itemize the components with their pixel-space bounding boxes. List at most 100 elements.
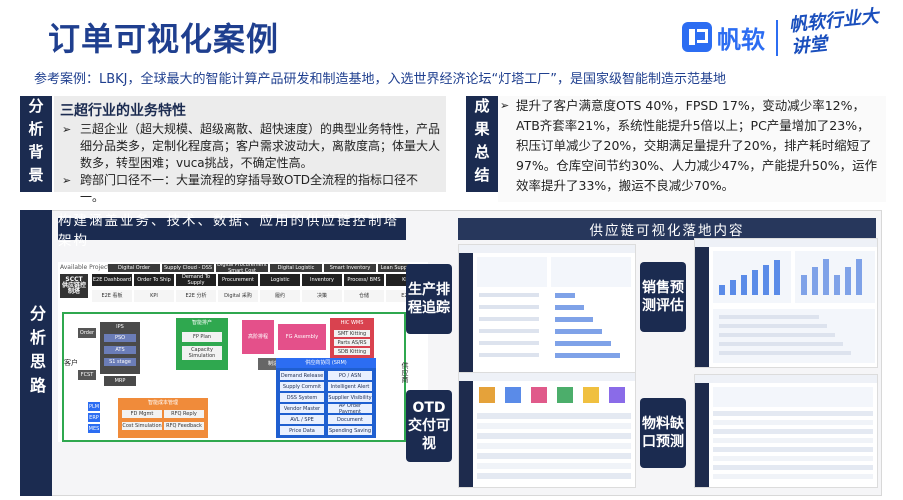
dashboard-widget	[801, 275, 807, 295]
ips-label: IPS	[116, 324, 124, 330]
mrp-tag: MRP	[104, 376, 136, 386]
dashboard-widget	[713, 420, 873, 425]
diagram-module: Digital Procurement Smart Cost	[216, 264, 268, 272]
dashboard-widget	[856, 259, 862, 295]
diagram-module: Demand To Supply	[176, 274, 216, 286]
results-bullet: 提升了客户满意度OTS 40%，FPSD 17%，变动减少率12%，ATB齐套率…	[500, 96, 880, 196]
dashboard-widget	[752, 270, 758, 295]
srm-cell: AVL / SPE	[280, 415, 324, 424]
diagram-module: Logistic	[260, 274, 300, 286]
logo-text: 帆软	[717, 26, 765, 54]
dashboard-widget	[713, 465, 873, 470]
srm-cell: DSS System	[280, 393, 324, 402]
production-dashboard-screenshot	[458, 244, 636, 374]
dashboard-widget	[479, 387, 495, 403]
dashboard-widget	[477, 413, 631, 419]
background-heading: 三超行业的业务特性	[60, 103, 186, 119]
srm-cell: Supply Commit	[280, 382, 324, 391]
diagram-module: Process/ BMS	[344, 274, 384, 286]
dashboard-widget	[719, 342, 843, 346]
dashboard-widget	[812, 267, 818, 295]
customer-label: 客户	[64, 359, 78, 367]
dashboard-widget	[477, 453, 631, 459]
diagram-module: Lean Supply Chain	[378, 264, 430, 272]
tower-label: 供应链控制塔	[61, 282, 86, 295]
dashboard-widget	[555, 305, 584, 310]
sales-dashboard-screenshot	[694, 238, 878, 368]
dashboard-widget	[834, 275, 840, 295]
material-dashboard-screenshot	[694, 374, 878, 488]
dashboard-widget	[477, 463, 631, 469]
srm-cell: Price Data	[280, 426, 324, 435]
dashboard-sidebar	[459, 245, 473, 373]
otd-dashboard-screenshot	[458, 372, 636, 488]
dashboard-widget	[719, 351, 851, 355]
diagram-module: 仓储	[344, 290, 384, 302]
fg-assembly-block: FG Assembly	[278, 324, 326, 350]
dashboard-widget	[479, 293, 539, 297]
erp-tag: ERP	[88, 413, 100, 422]
diagram-module: E2E Dashboard	[92, 274, 132, 286]
dashboard-widget	[713, 411, 873, 416]
diagram-module: KPI	[134, 290, 174, 302]
fanruan-logo-icon	[682, 22, 712, 52]
ats-tag: ATS	[104, 346, 136, 354]
dashboard-widget	[477, 443, 631, 449]
diagram-module: 决策	[302, 290, 342, 302]
otd-delivery-box: OTD交付可视	[406, 390, 452, 462]
dashboard-widget	[774, 260, 780, 295]
dashboard-widget	[713, 438, 873, 443]
background-bullet: 三超企业（超大规模、超级离散、超快速度）的典型业务特性，产品细分品类多，定制化程…	[62, 121, 440, 172]
background-list: 三超企业（超大规模、超级离散、超快速度）的典型业务特性，产品细分品类多，定制化程…	[62, 121, 440, 206]
dashboard-widget	[845, 267, 851, 295]
plm-tag: PLM	[88, 402, 100, 411]
diagram-module: E2E 看板	[92, 290, 132, 302]
dashboard-widget	[713, 456, 873, 461]
dashboard-widget	[713, 474, 873, 479]
diagram-module: Supply Cloud - DSS	[162, 264, 214, 272]
srm-cell: Vendor Master	[280, 404, 324, 413]
material-gap-box: 物料缺口预测	[640, 398, 686, 468]
dashboard-widget	[557, 387, 573, 403]
diagram-module: Digital 采购	[218, 290, 258, 302]
mes-tag: MES	[88, 424, 100, 433]
srm-cell: Intelligent Alert	[328, 382, 372, 391]
diagram-module: Procurement	[218, 274, 258, 286]
sales-forecast-box: 销售预测评估	[640, 262, 686, 332]
available-project-label: Available Project	[60, 264, 110, 271]
slogan: 帆软行业大讲堂	[787, 5, 880, 59]
dashboard-widget	[477, 257, 547, 287]
page-title: 订单可视化案例	[48, 20, 280, 58]
dashboard-widget	[555, 329, 602, 334]
dashboard-widget	[555, 317, 593, 322]
diagram-module: Order To Ship	[134, 274, 174, 286]
diagram-module: Smart Inventory	[324, 264, 376, 272]
dashboard-topbar	[695, 375, 877, 383]
dashboard-widget	[583, 387, 599, 403]
srm-cell: PO / ASN	[328, 371, 372, 380]
process-frame	[62, 312, 406, 442]
dashboard-widget	[719, 333, 835, 337]
advanced-scheduling-block: 高阶排程	[242, 320, 274, 354]
diagram-module: 履约	[260, 290, 300, 302]
smt-kitting-tag: SMT Kitting	[334, 330, 370, 337]
diagram-module: Digital Logistic	[270, 264, 322, 272]
dashboard-widget	[555, 353, 620, 358]
production-scheduling-box: 生产排程追踪	[406, 264, 452, 334]
dashboard-widget	[477, 423, 631, 429]
dashboard-widget	[730, 280, 736, 295]
logo-divider	[776, 20, 778, 56]
dashboard-widget	[479, 329, 539, 333]
dashboard-widget	[555, 341, 611, 346]
dashboard-widget	[479, 353, 539, 357]
cost-sim-tag: RFQ Feedback	[164, 422, 204, 430]
dashboard-widget	[763, 265, 769, 295]
results-list: 提升了客户满意度OTS 40%，FPSD 17%，变动减少率12%，ATB齐套率…	[500, 96, 880, 196]
background-bullet: 跨部门口径不一：大量流程的穿插导致OTD全流程的指标口径不一。	[62, 172, 440, 206]
dashboard-widget	[609, 387, 625, 403]
srm-cell: Demand Release	[280, 371, 324, 380]
smart-cost-block: 智能成本管理	[118, 398, 208, 438]
fd-mgmt-tag: RFQ Reply	[164, 410, 204, 418]
dashboard-widget	[479, 305, 539, 309]
srm-header: 供应商协同 (SRM)	[276, 358, 376, 368]
